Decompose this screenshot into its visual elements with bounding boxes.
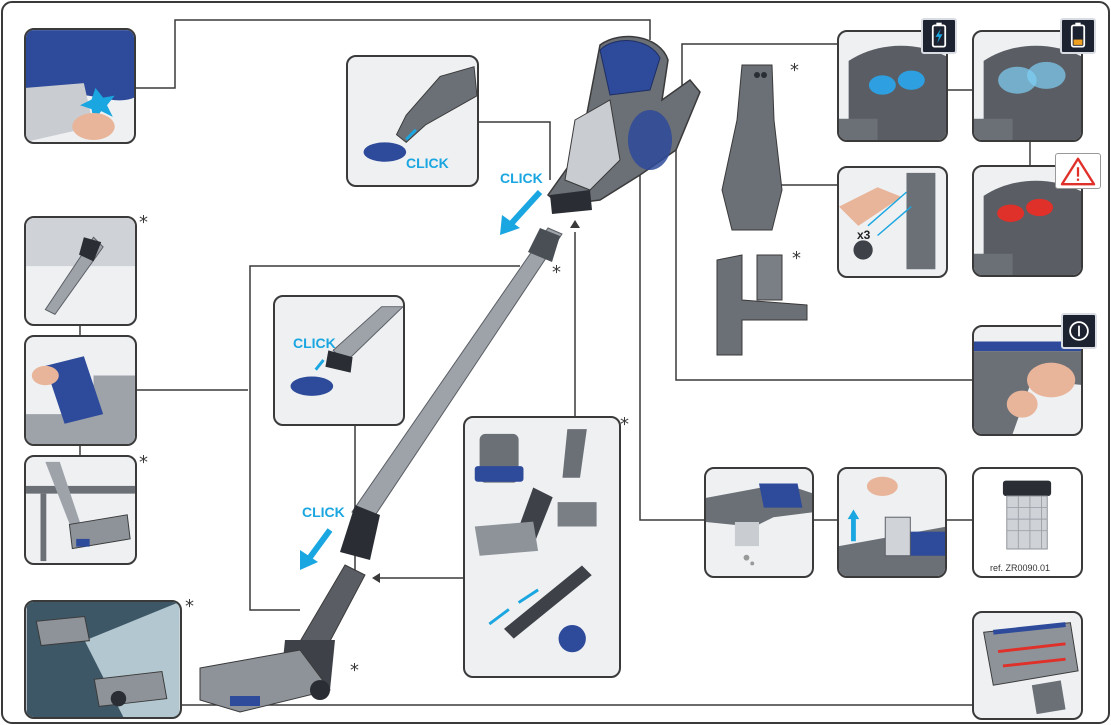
click-label-bottom: CLICK xyxy=(302,504,345,520)
line-dustbin xyxy=(639,100,705,521)
arrow-up-head xyxy=(570,220,580,228)
filter-reference-label: ref. ZR0090.01 xyxy=(990,563,1051,573)
power-button-icon xyxy=(1069,321,1089,341)
warning-badge xyxy=(1055,153,1101,189)
crevice-tool-panel xyxy=(24,216,137,326)
click-label-top: CLICK xyxy=(500,170,543,186)
click-label-panel-top: CLICK xyxy=(406,155,449,171)
screw-count: x3 xyxy=(857,228,871,242)
star-crevice-tool: * xyxy=(139,212,148,233)
line-boost-panel xyxy=(135,19,651,89)
power-badge xyxy=(1061,313,1097,349)
filter-removal-panel xyxy=(837,467,947,578)
arrow-left-head xyxy=(372,573,380,583)
floorhead-lights-panel xyxy=(24,600,182,719)
power-button-panel xyxy=(972,325,1083,436)
battery-low-badge xyxy=(1060,18,1096,54)
stairs-cleaning-panel xyxy=(24,335,137,446)
star-under-furniture: * xyxy=(139,452,148,473)
battery-warning-panel xyxy=(972,165,1083,277)
star-tube: * xyxy=(552,262,561,283)
wall-mount-illustration xyxy=(716,254,808,356)
wall-screws-panel: x3 xyxy=(837,166,948,278)
star-accessories: * xyxy=(620,414,629,435)
star-lights: * xyxy=(185,596,194,617)
wall-holder-illustration xyxy=(721,64,783,231)
battery-low-icon xyxy=(1070,22,1086,48)
click-arrow-top xyxy=(500,215,520,235)
line-power-panel xyxy=(675,100,972,381)
line-click-panel xyxy=(478,121,551,180)
battery-low-panel xyxy=(972,30,1083,142)
warning-triangle-icon xyxy=(1060,157,1096,186)
star-floorhead: * xyxy=(350,660,359,681)
star-wall-holder: * xyxy=(790,60,799,81)
brush-roll-panel xyxy=(972,611,1083,720)
filter-reference-panel: ref. ZR0090.01 xyxy=(972,467,1083,578)
click-attachment-panel: CLICK xyxy=(346,55,479,187)
click-arrow-bottom xyxy=(300,550,318,570)
accessories-panel xyxy=(463,416,621,678)
click-label-panel-tube: CLICK xyxy=(293,335,336,351)
star-wall-mount: * xyxy=(792,248,801,269)
tube-click-panel: CLICK xyxy=(273,295,405,426)
dustbin-empty-panel xyxy=(704,467,814,578)
under-furniture-panel xyxy=(24,455,137,565)
line-tube-box xyxy=(249,265,520,611)
battery-charging-panel xyxy=(837,30,948,142)
battery-charging-icon xyxy=(931,22,947,48)
battery-charging-badge xyxy=(921,18,957,54)
boost-button-panel xyxy=(24,28,136,144)
line-battery-panel xyxy=(681,43,840,100)
